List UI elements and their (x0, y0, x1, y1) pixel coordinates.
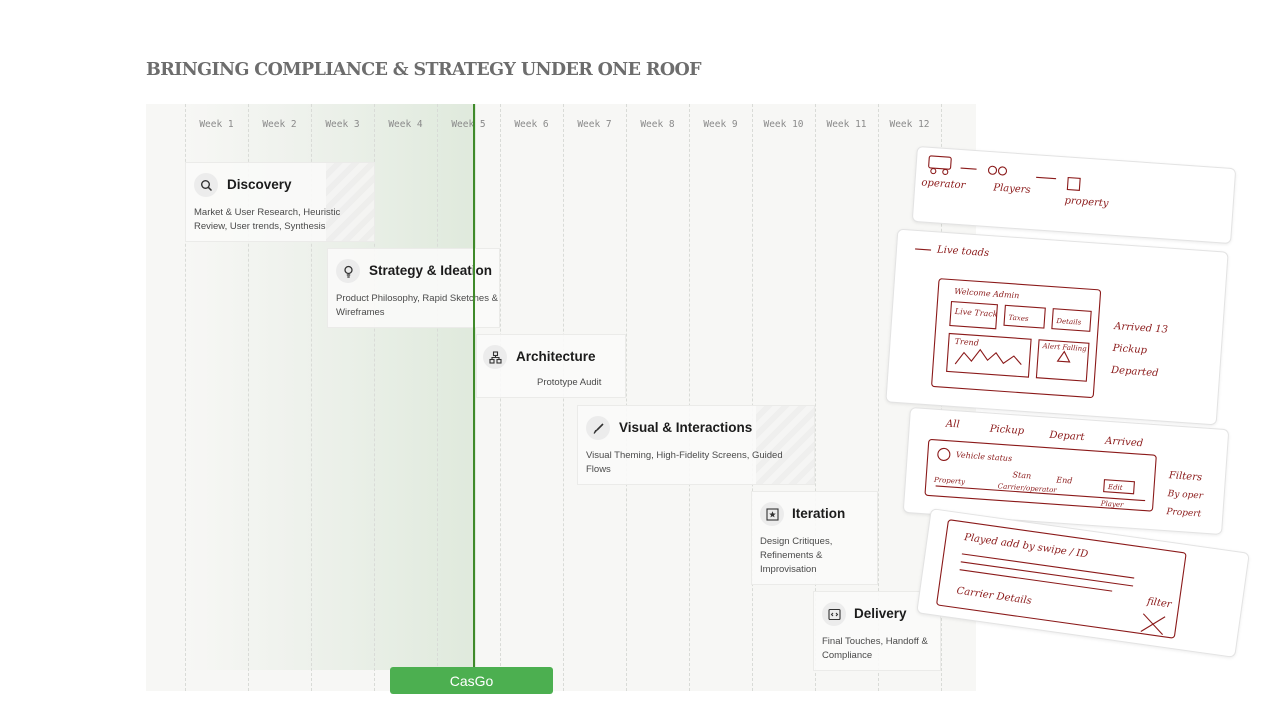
sketch-note: All (945, 418, 960, 430)
sketch-card-flow: operator Players property (911, 145, 1237, 245)
week-label: Week 10 (763, 119, 804, 130)
sketch-card-filters: All Pickup Depart Arrived Vehicle status… (902, 406, 1230, 536)
brush-icon (586, 416, 610, 440)
week-divider (311, 104, 312, 691)
phase-description: Design Critiques, Refinements & Improvis… (760, 536, 833, 575)
week-label: Week 2 (262, 119, 297, 130)
sketch-note: Welcome Admin (954, 287, 1020, 301)
phase-card-delivery[interactable]: Delivery Final Touches, Handoff & Compli… (813, 591, 941, 671)
phase-card-strategy-ideation[interactable]: Strategy & Ideation Product Philosophy, … (327, 248, 500, 328)
sketch-note: Pickup (988, 424, 1025, 437)
week-divider (437, 104, 438, 691)
week-label: Week 1 (199, 119, 234, 130)
star-box-icon (760, 502, 784, 526)
phase-title: Discovery (227, 177, 292, 192)
sketch-note: Property (933, 476, 967, 486)
week-divider (626, 104, 627, 691)
sketch-note: Edit (1107, 483, 1123, 492)
phase-card-discovery[interactable]: Discovery Market & User Research, Heuris… (185, 162, 375, 242)
sketch-note: Trend (954, 337, 979, 348)
search-icon (194, 173, 218, 197)
sketch-note: Taxes (1008, 314, 1029, 323)
week-divider (374, 104, 375, 691)
phase-title: Architecture (516, 349, 596, 364)
code-icon (822, 602, 846, 626)
phase-description: Prototype Audit (537, 377, 602, 388)
sketch-note: Alert Falling (1041, 342, 1087, 353)
phase-description: Visual Theming, High-Fidelity Screens, G… (586, 450, 783, 475)
sitemap-icon (483, 345, 507, 369)
week-divider (752, 104, 753, 691)
phase-title: Delivery (854, 606, 907, 621)
sketch-note: Details (1055, 317, 1082, 327)
lightbulb-icon (336, 259, 360, 283)
week-label: Week 7 (577, 119, 612, 130)
phase-description: Market & User Research, Heuristic Review… (194, 207, 341, 232)
week-label: Week 12 (889, 119, 930, 130)
phase-card-iteration[interactable]: Iteration Design Critiques, Refinements … (751, 491, 878, 585)
phase-title: Iteration (792, 506, 846, 521)
sketch-note: Filters (1168, 470, 1203, 483)
casgo-marker-label[interactable]: CasGo (390, 667, 553, 694)
sketch-card-dashboard: Live toads Welcome Admin Live Track Tren… (885, 228, 1229, 426)
sketch-note: Arrived (1104, 436, 1144, 450)
phase-description: Final Touches, Handoff & Compliance (822, 636, 928, 661)
week-divider (815, 104, 816, 691)
sketch-note: Arrived 13 (1113, 321, 1168, 336)
phase-card-architecture[interactable]: Architecture Prototype Audit (476, 334, 626, 398)
sketch-note: Live toads (936, 244, 990, 259)
sketch-note: property (1064, 195, 1109, 209)
phase-title: Strategy & Ideation (369, 263, 493, 278)
sketch-card-carrier: Played add by swipe / ID filter Carrier … (916, 508, 1250, 658)
sketch-note: filter (1145, 596, 1173, 611)
page-title: BRINGING COMPLIANCE & STRATEGY UNDER ONE… (146, 60, 702, 80)
sketch-note: By oper (1166, 489, 1204, 502)
sketch-note: Stan (1012, 470, 1031, 480)
week-label: Week 11 (826, 119, 867, 130)
sketch-note: Pickup (1111, 343, 1148, 356)
sketch-note: Propert (1165, 507, 1202, 519)
sketch-note: Player (1100, 499, 1125, 509)
current-week-marker-line (473, 104, 475, 670)
sketch-note: End (1055, 475, 1073, 485)
week-divider (185, 104, 186, 691)
week-label: Week 9 (703, 119, 738, 130)
week-divider (689, 104, 690, 691)
week-divider (878, 104, 879, 691)
week-label: Week 4 (388, 119, 423, 130)
week-divider (248, 104, 249, 691)
week-label: Week 6 (514, 119, 549, 130)
timeline-board: Week 1 Week 2 Week 3 Week 4 Week 5 Week 6 Week… (146, 104, 976, 691)
phase-title: Visual & Interactions (619, 420, 753, 435)
sketch-note: Live Track (954, 307, 999, 319)
sketch-note: Departed (1110, 365, 1159, 379)
week-label: Week 3 (325, 119, 360, 130)
week-label: Week 8 (640, 119, 675, 130)
phase-description: Product Philosophy, Rapid Sketches & Wir… (336, 293, 498, 318)
sketch-note: Vehicle status (956, 450, 1013, 463)
week-label: Week 5 (451, 119, 486, 130)
sketch-note: Carrier Details (956, 586, 1032, 607)
sketch-note: operator (921, 177, 967, 191)
sketch-note: Players (992, 182, 1031, 196)
phase-card-visual-interactions[interactable]: Visual & Interactions Visual Theming, Hi… (577, 405, 815, 485)
sketch-note: Depart (1048, 430, 1086, 444)
